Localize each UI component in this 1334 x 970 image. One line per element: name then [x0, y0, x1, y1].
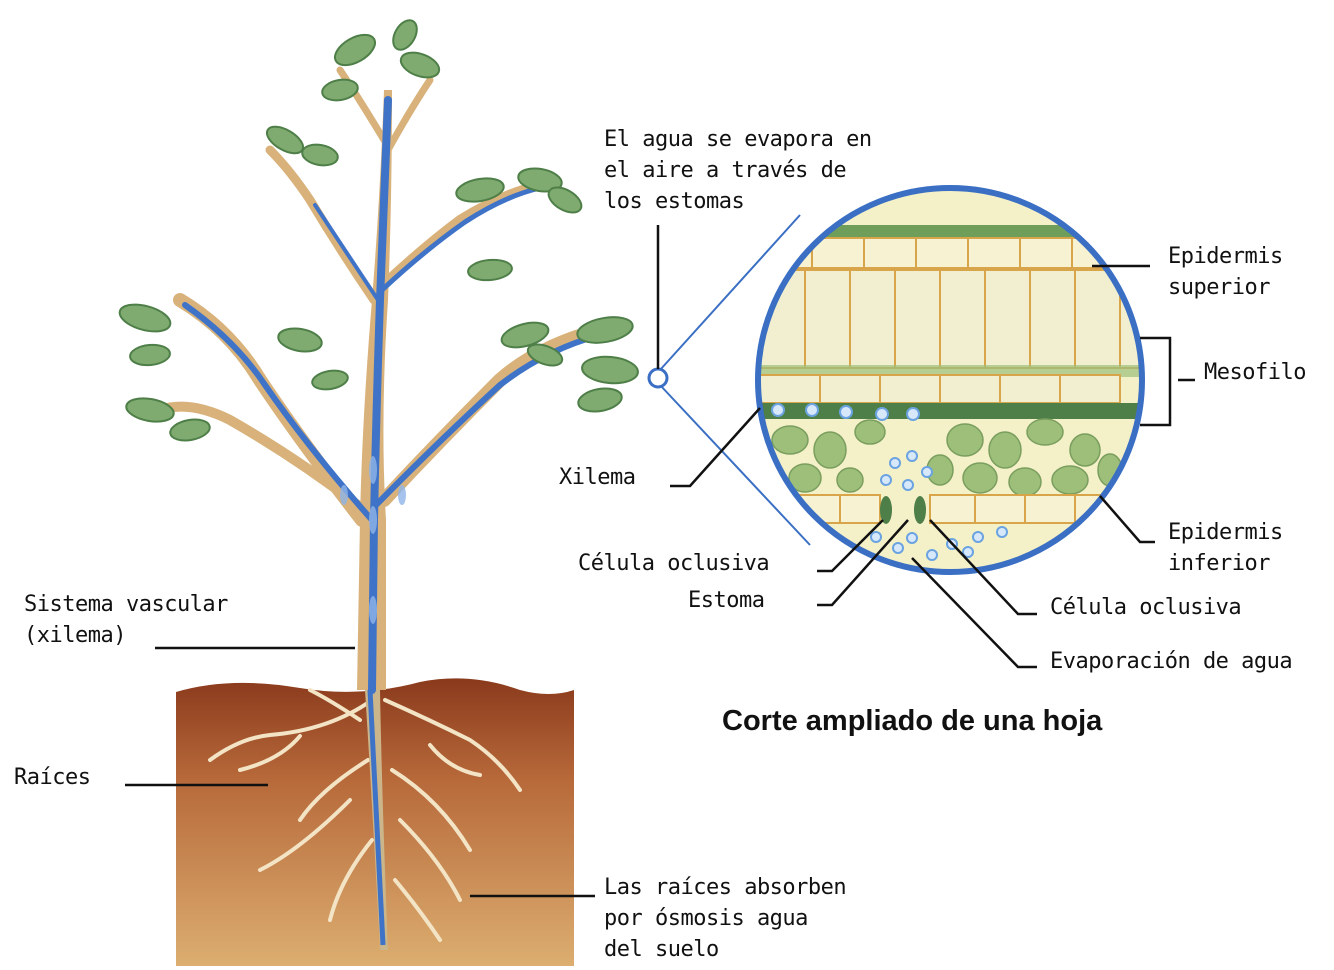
- label-epidermis-superior: Epidermis superior: [1168, 241, 1283, 303]
- label-celula-oclusiva-right: Célula oclusiva: [1050, 592, 1241, 623]
- label-mesofilo: Mesofilo: [1204, 357, 1306, 388]
- stoma-marker: [649, 369, 667, 387]
- leaf-cross-section: [750, 180, 1165, 580]
- label-xilema: Xilema: [559, 462, 635, 493]
- label-estoma: Estoma: [688, 585, 764, 616]
- label-sistema-vascular: Sistema vascular (xilema): [24, 589, 228, 651]
- label-raices-absorben: Las raíces absorben por ósmosis agua del…: [604, 872, 846, 965]
- label-raices: Raíces: [14, 762, 90, 793]
- label-evaporate: El agua se evapora en el aire a través d…: [604, 124, 872, 217]
- label-celula-oclusiva-left: Célula oclusiva: [578, 548, 769, 579]
- label-epidermis-inferior: Epidermis inferior: [1168, 517, 1283, 579]
- diagram-title: Corte ampliado de una hoja: [722, 705, 1102, 738]
- label-evaporacion: Evaporación de agua: [1050, 646, 1292, 677]
